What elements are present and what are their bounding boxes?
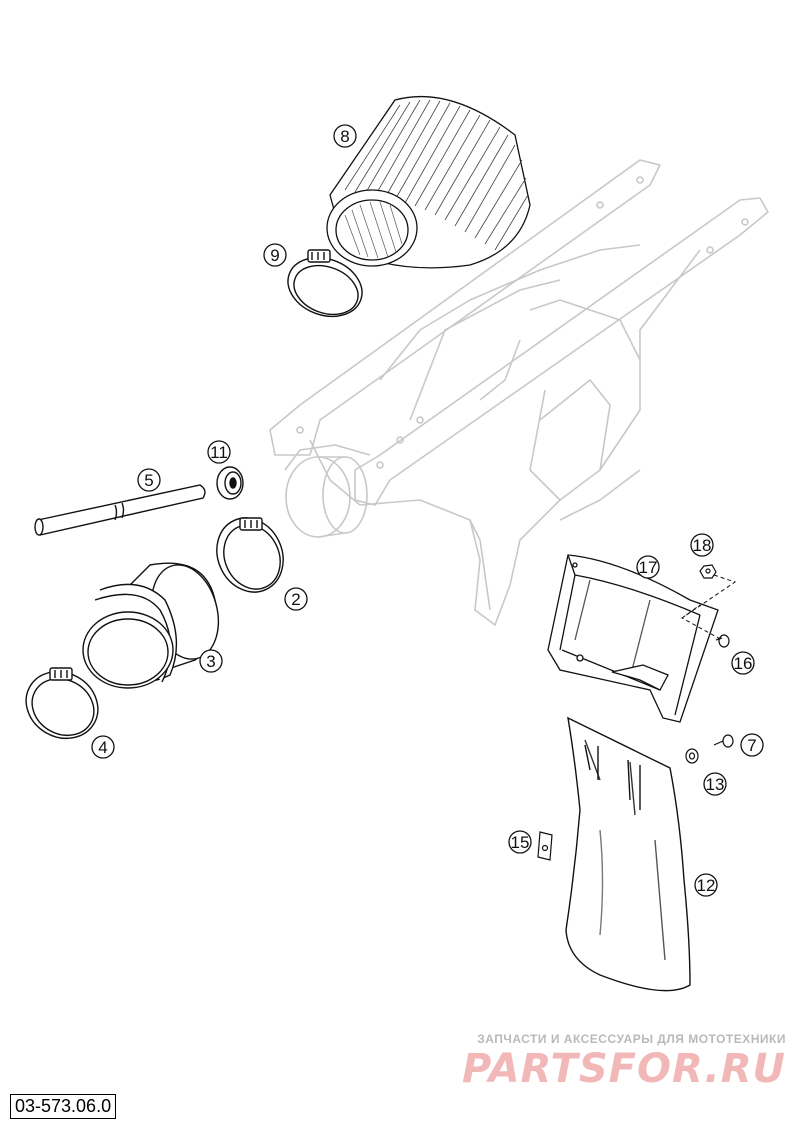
leader-lines — [681, 574, 737, 641]
callout-label: 16 — [734, 654, 753, 673]
rear-mudguard — [565, 716, 691, 992]
callout-label: 13 — [706, 775, 725, 794]
watermark-logo: PARTSFOR.RU — [461, 1046, 786, 1092]
callout-9: 9 — [263, 243, 287, 267]
callout-17: 17 — [636, 555, 660, 579]
callout-label: 17 — [639, 558, 658, 577]
callout-15: 15 — [508, 830, 532, 854]
fastener-screw-7 — [713, 734, 734, 748]
washer-13 — [685, 748, 699, 764]
callout-3: 3 — [199, 649, 223, 673]
callout-2: 2 — [284, 587, 308, 611]
intake-boot — [82, 562, 220, 689]
callout-label: 9 — [270, 246, 279, 265]
vent-hose — [34, 484, 206, 536]
grommet — [216, 466, 244, 500]
callout-7: 7 — [740, 733, 764, 757]
callout-label: 3 — [206, 652, 215, 671]
callout-label: 8 — [340, 127, 349, 146]
callout-8: 8 — [333, 124, 357, 148]
diagram-code-label: 03-573.06.0 — [10, 1094, 117, 1119]
fastener-screw-16 — [715, 634, 730, 648]
clip-nut-15 — [537, 831, 553, 861]
callout-label: 12 — [697, 876, 716, 895]
hose-clamp-2 — [216, 517, 284, 593]
callout-label: 18 — [693, 536, 712, 555]
callout-18: 18 — [690, 533, 714, 557]
callout-label: 15 — [511, 833, 530, 852]
callout-12: 12 — [694, 873, 718, 897]
hose-clamp-9 — [287, 249, 363, 318]
callout-5: 5 — [137, 468, 161, 492]
mudguard-bracket — [547, 554, 719, 723]
rear-subframe — [269, 159, 769, 626]
callout-11: 11 — [207, 440, 231, 464]
callout-label: 7 — [747, 736, 756, 755]
hose-clamp-4 — [25, 667, 99, 740]
callout-16: 16 — [731, 651, 755, 675]
air-filter — [326, 95, 531, 269]
callout-4: 4 — [91, 735, 115, 759]
callout-label: 2 — [291, 590, 300, 609]
callout-13: 13 — [703, 772, 727, 796]
watermark-caption: ЗАПЧАСТИ И АКСЕССУАРЫ ДЛЯ МОТОТЕХНИКИ — [477, 1032, 786, 1046]
fastener-nut-18 — [699, 564, 717, 579]
callout-label: 5 — [144, 471, 153, 490]
callout-label: 4 — [98, 738, 107, 757]
callout-label: 11 — [210, 443, 228, 462]
